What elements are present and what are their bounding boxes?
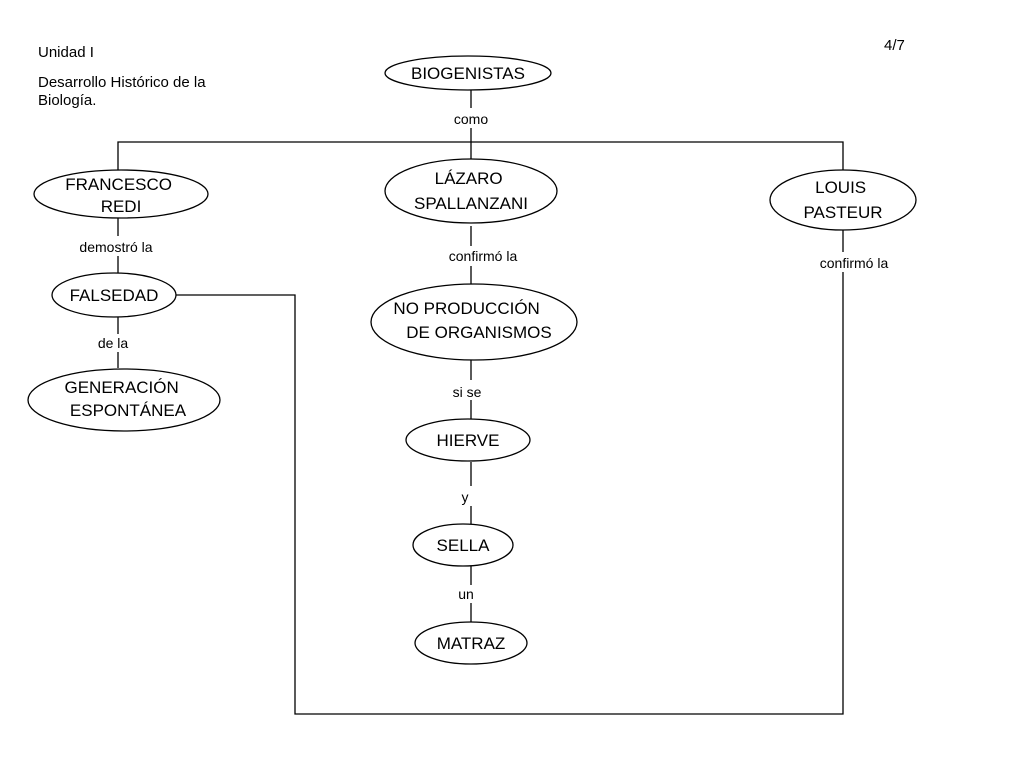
node-sella: SELLA <box>412 523 514 567</box>
node-lazaro-spallanzani: LÁZARO SPALLANZANI <box>384 158 558 224</box>
node-generacion-line-2: ESPONTÁNEA <box>70 401 187 420</box>
node-pasteur-line-1: LOUIS <box>815 178 866 197</box>
unit-label: Unidad I <box>38 44 94 61</box>
node-spallanzani-line-2: SPALLANZANI <box>414 194 528 213</box>
link-label-y: y <box>462 489 469 505</box>
link-label-si-se: si se <box>453 384 482 400</box>
connector-branch-horizontal <box>117 141 844 172</box>
node-hierve: HIERVE <box>405 418 531 462</box>
link-label-demostro: demostró la <box>79 239 152 255</box>
node-matraz: MATRAZ <box>414 621 528 665</box>
svg-text:BIOGENISTAS: BIOGENISTAS <box>411 64 525 83</box>
svg-text:FRANCESCO REDI: FRANCESCO REDI <box>65 175 176 216</box>
svg-text:LOUIS PASTEUR: LOUIS PASTEUR <box>803 178 882 222</box>
node-biogenistas-line-1: BIOGENISTAS <box>411 64 525 83</box>
node-pasteur-line-2: PASTEUR <box>803 203 882 222</box>
node-generacion-line-1: GENERACIÓN <box>64 378 178 397</box>
svg-text:MATRAZ: MATRAZ <box>437 634 506 653</box>
link-label-como: como <box>454 111 488 127</box>
page-number: 4/7 <box>884 37 905 54</box>
node-biogenistas: BIOGENISTAS <box>384 55 552 91</box>
node-louis-pasteur: LOUIS PASTEUR <box>769 169 917 231</box>
node-spallanzani-line-1: LÁZARO <box>435 169 503 188</box>
node-falsedad-line-1: FALSEDAD <box>70 286 159 305</box>
svg-text:FALSEDAD: FALSEDAD <box>70 286 159 305</box>
node-falsedad: FALSEDAD <box>51 272 177 318</box>
node-no-produccion-line-2: DE ORGANISMOS <box>406 323 551 342</box>
slide-header: Unidad I Desarrollo Histórico de la Biol… <box>38 44 248 110</box>
node-redi-line-1: FRANCESCO <box>65 175 172 194</box>
link-label-confirmo-pasteur: confirmó la <box>820 255 889 271</box>
connector-pasteur-falsedad-loop <box>176 272 844 715</box>
node-sella-line-1: SELLA <box>437 536 491 555</box>
svg-text:NO PRODUCCIÓN DE ORGANIS: NO PRODUCCIÓN DE ORGANISMOS <box>393 299 551 342</box>
svg-text:HIERVE: HIERVE <box>437 431 500 450</box>
svg-text:LÁZARO SPALLANZANI: LÁZARO SPALLANZANI <box>414 169 528 213</box>
slide-subtitle: Desarrollo Histórico de la Biología. <box>38 74 206 109</box>
node-hierve-line-1: HIERVE <box>437 431 500 450</box>
link-label-un: un <box>458 586 474 602</box>
link-label-de-la: de la <box>98 335 129 351</box>
node-matraz-line-1: MATRAZ <box>437 634 506 653</box>
node-no-produccion: NO PRODUCCIÓN DE ORGANISMOS <box>370 283 578 361</box>
node-francesco-redi: FRANCESCO REDI <box>33 169 209 219</box>
node-generacion-espontanea: GENERACIÓN ESPONTÁNEA <box>27 368 221 432</box>
svg-text:SELLA: SELLA <box>437 536 491 555</box>
connector-lines <box>117 89 844 715</box>
node-redi-line-2: REDI <box>101 197 142 216</box>
svg-text:GENERACIÓN ESPONTÁNEA: GENERACIÓN ESPONTÁNEA <box>64 378 186 420</box>
node-no-produccion-line-1: NO PRODUCCIÓN <box>393 299 539 318</box>
link-label-confirmo-spallanzani: confirmó la <box>449 248 518 264</box>
